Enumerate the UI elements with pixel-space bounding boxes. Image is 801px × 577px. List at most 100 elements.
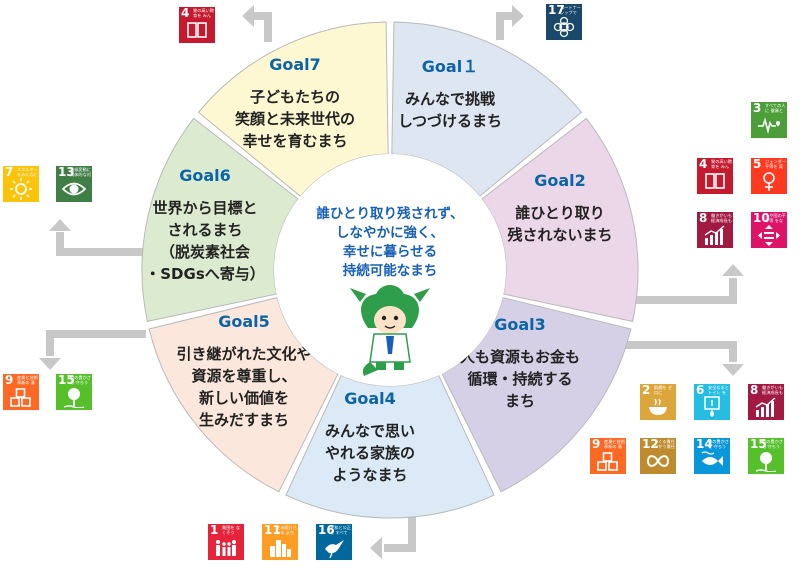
sdg-label: すべての人に 健康と福祉を — [765, 103, 786, 113]
sdg-number: 17 — [548, 4, 565, 17]
arrow-goal5 — [46, 330, 146, 356]
sdg-number: 10 — [753, 212, 770, 225]
sdg-number: 15 — [58, 374, 75, 387]
arrow-goal5-head — [39, 358, 61, 370]
goal6-title: Goal6 — [179, 166, 231, 185]
sdg-label: 産業と技術革新の 基盤をつくろう — [604, 439, 625, 449]
goal7-text-line: 子どもたちの — [250, 88, 340, 106]
goal6-text-line: ・SDGsへ寄与） — [145, 265, 265, 283]
sdg-number: 4 — [699, 158, 708, 171]
sdg-number: 8 — [699, 212, 708, 225]
sun-energy-icon — [10, 178, 32, 200]
goal7-title: Goal7 — [269, 55, 321, 74]
sdg-label: 陸の豊かさも 守ろう — [70, 375, 91, 385]
goal5-text-line: 引き継がれた文化や — [176, 345, 311, 363]
partnership-flower-icon — [553, 16, 575, 38]
connector-arrows — [39, 5, 744, 559]
family-icon — [216, 540, 236, 556]
arrow-goal4 — [384, 512, 416, 552]
food-bowl-icon — [649, 398, 667, 415]
sdg-label: パートナーシップで 目標を達成しよう — [560, 5, 581, 15]
sdg-number: 1 — [210, 524, 219, 537]
arrow-goal2-head — [722, 264, 744, 276]
infinity-icon — [646, 455, 670, 467]
goal6-text-line: 世界から目標と — [152, 199, 257, 217]
sdg-label: 平和と公正を すべての人に — [330, 525, 351, 535]
goal6-text-line: されるまち — [167, 221, 242, 239]
sdg-label: 陸の豊かさも 守ろう — [762, 439, 783, 449]
sdg-number: 12 — [642, 438, 659, 451]
book-icon — [705, 173, 725, 189]
growth-chart-icon — [755, 397, 776, 417]
sdg-label: 海の豊かさを 守ろう — [708, 439, 729, 449]
sdg-number: 11 — [264, 524, 281, 537]
arrow-goal7-head — [242, 5, 254, 27]
sdg-number: 13 — [58, 166, 75, 179]
sdg-label: 質の高い教育を みんなに — [711, 159, 732, 169]
goal4-title: Goal4 — [344, 389, 396, 408]
sdg-label: エネルギーをみんなに そしてクリーンに — [17, 167, 38, 177]
tree-icon — [755, 452, 777, 472]
sdg-label: 飢餓を ゼロに — [654, 385, 673, 395]
sdg-label: ジェンダー平等を 実現しよう — [765, 159, 786, 169]
goal2-title: Goal2 — [534, 171, 586, 190]
book-icon — [187, 22, 207, 38]
cubes-icon — [597, 452, 618, 471]
sdg-number: 14 — [696, 438, 713, 451]
goal2-text-line: 残されないまち — [507, 226, 612, 244]
vision-line: しなやかに強く、 — [336, 224, 444, 241]
fish-icon — [701, 451, 723, 466]
sdg-number: 3 — [753, 102, 762, 115]
sdg-number: 6 — [696, 384, 705, 397]
goal7-text-line: 笑顔と未来世代の — [235, 110, 355, 128]
sdg-number: 2 — [642, 384, 651, 397]
arrow-goal3 — [612, 341, 737, 362]
goal5-text-line: 資源を尊重し、 — [191, 367, 296, 385]
vision-line: 誰ひとり取り残されず、 — [316, 205, 463, 222]
arrow-goal4-head — [370, 537, 382, 559]
sdg-label: 住み続けられる まちづくりを — [276, 525, 297, 535]
arrow-goal3-head — [722, 364, 744, 376]
sdg-label: 安全な水とトイレ を世界中に — [708, 385, 729, 395]
sdg-number: 16 — [318, 524, 335, 537]
sdg-number: 4 — [181, 7, 190, 20]
goal3-title: Goal3 — [494, 315, 546, 334]
arrow-goal2 — [600, 278, 737, 304]
goal3-text-line: 人も資源もお金も — [460, 348, 580, 366]
goal4-text-line: やれる家族の — [325, 444, 415, 462]
sdg-label: 産業と技術革新の 基盤をつくろう — [17, 375, 38, 385]
heartbeat-icon — [758, 117, 780, 135]
goal1-title: Goal１ — [422, 57, 478, 76]
gender-equality-icon — [763, 172, 775, 191]
goal4-text-line: ようなまち — [332, 466, 407, 484]
sdg-number: 9 — [592, 438, 601, 451]
goal1-text-line: みんなで挑戦 — [405, 90, 496, 108]
sdg-label: 貧困を なくそう — [222, 525, 241, 535]
arrow-goal7 — [254, 12, 272, 42]
city-buildings-icon — [270, 540, 291, 557]
sdg-label: 質の高い教育を みんなに — [193, 8, 214, 18]
sdg-label: 働きがいも 経済成長も — [762, 385, 783, 395]
arrow-goal6 — [56, 232, 150, 256]
sdg-label: 働きがいも 経済成長も — [711, 213, 732, 223]
goal7-text-line: 幸せを育むまち — [242, 132, 347, 150]
sdg-number: 8 — [750, 384, 759, 397]
